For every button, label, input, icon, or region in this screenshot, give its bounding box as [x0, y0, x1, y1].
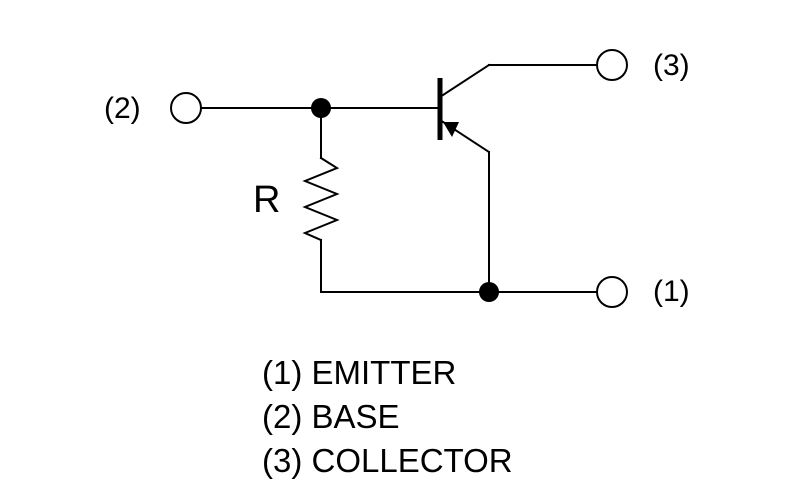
legend-base: (2) BASE — [262, 398, 400, 435]
emitter-arrow — [443, 122, 459, 137]
emitter-junction-dot — [479, 282, 499, 302]
collector-lead — [438, 63, 491, 99]
resistor-zigzag — [302, 156, 340, 242]
emitter-terminal-label: (1) — [653, 275, 690, 308]
pin-legend: (1) EMITTER (2) BASE (3) COLLECTOR — [262, 351, 513, 483]
collector-terminal — [596, 49, 628, 81]
legend-collector: (3) COLLECTOR — [262, 442, 513, 479]
base-terminal-label: (2) — [104, 92, 141, 125]
legend-emitter: (1) EMITTER — [262, 354, 457, 391]
collector-terminal-label: (3) — [653, 49, 690, 82]
emitter-terminal — [596, 276, 628, 308]
base-terminal — [170, 92, 202, 124]
resistor-label: R — [253, 179, 280, 221]
